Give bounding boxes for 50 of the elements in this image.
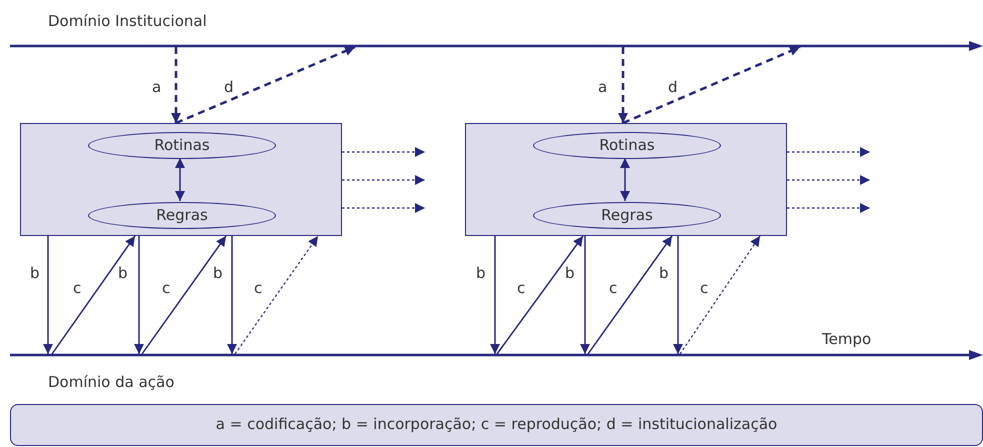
arrow — [141, 236, 227, 354]
arrow — [787, 175, 870, 185]
arrow — [342, 147, 425, 157]
arrow — [680, 236, 760, 354]
oval-node: Regras — [533, 202, 721, 229]
arrow — [176, 46, 356, 124]
edge-label: d — [668, 78, 678, 96]
domain-title: Domínio da ação — [48, 373, 174, 391]
arrow — [496, 236, 584, 354]
edge-label: b — [476, 264, 486, 282]
arrow — [234, 236, 318, 354]
axis-label: Tempo — [822, 330, 872, 348]
arrow — [227, 236, 237, 354]
arrow — [342, 203, 425, 213]
edge-label: d — [224, 78, 234, 96]
edge-label: c — [162, 279, 170, 297]
edge-label: a — [152, 78, 162, 96]
process-box — [465, 123, 787, 236]
key-note: a = codificação; b = incorporação; c = reprodução; d = institucionalização — [10, 404, 983, 446]
edge-label: b — [118, 264, 128, 282]
edge-label: b — [213, 264, 223, 282]
arrow — [134, 236, 144, 354]
arrow — [787, 147, 870, 157]
edge-label: c — [700, 279, 708, 297]
arrow — [587, 236, 673, 354]
arrow — [51, 236, 136, 354]
arrow — [673, 236, 683, 354]
process-box — [20, 123, 342, 236]
edge-label: c — [254, 279, 262, 297]
oval-node: Rotinas — [533, 132, 721, 159]
edge-label: c — [73, 279, 82, 297]
edge-label: a — [598, 78, 608, 96]
arrow — [580, 236, 590, 354]
domain-title: Domínio Institucional — [48, 12, 207, 30]
arrow — [618, 47, 628, 123]
arrow — [175, 158, 185, 201]
arrow — [622, 46, 800, 124]
arrow — [171, 47, 181, 123]
arrow — [490, 236, 500, 354]
arrow — [43, 236, 53, 354]
oval-node: Rotinas — [88, 132, 276, 159]
edge-label: c — [517, 279, 526, 297]
arrow — [620, 158, 630, 201]
arrow — [342, 175, 425, 185]
oval-node: Regras — [88, 202, 276, 229]
edge-label: b — [565, 264, 575, 282]
edge-label: b — [30, 264, 40, 282]
edge-label: b — [659, 264, 669, 282]
edge-label: c — [609, 279, 618, 297]
arrow — [787, 203, 870, 213]
